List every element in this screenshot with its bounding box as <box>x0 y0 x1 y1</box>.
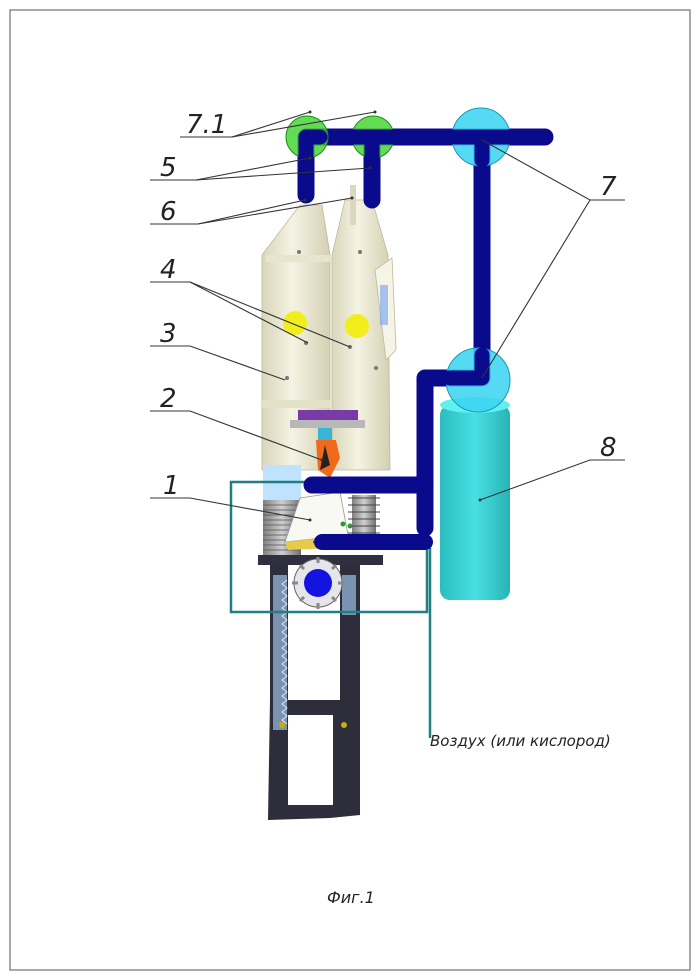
air-label: Воздух (или кислород) <box>430 732 611 750</box>
label-1: 1 <box>163 471 180 501</box>
label-8: 8 <box>600 433 617 463</box>
air-cylinder-8 <box>440 397 510 600</box>
rack-pin-2 <box>341 722 347 728</box>
label-7: 7 <box>600 172 617 202</box>
label-4: 4 <box>160 255 177 285</box>
blue-sleeve <box>263 465 301 505</box>
figure-caption: Фиг.1 <box>327 888 375 907</box>
rack-pin-1 <box>279 722 285 728</box>
label-6: 6 <box>160 197 177 227</box>
burner-body-right <box>332 200 396 470</box>
label-2: 2 <box>160 384 177 414</box>
label-3: 3 <box>160 319 177 349</box>
yellow-marker-right <box>345 314 369 338</box>
label-5: 5 <box>160 153 177 183</box>
needle-6 <box>350 185 356 225</box>
label-7-1: 7.1 <box>186 110 227 140</box>
